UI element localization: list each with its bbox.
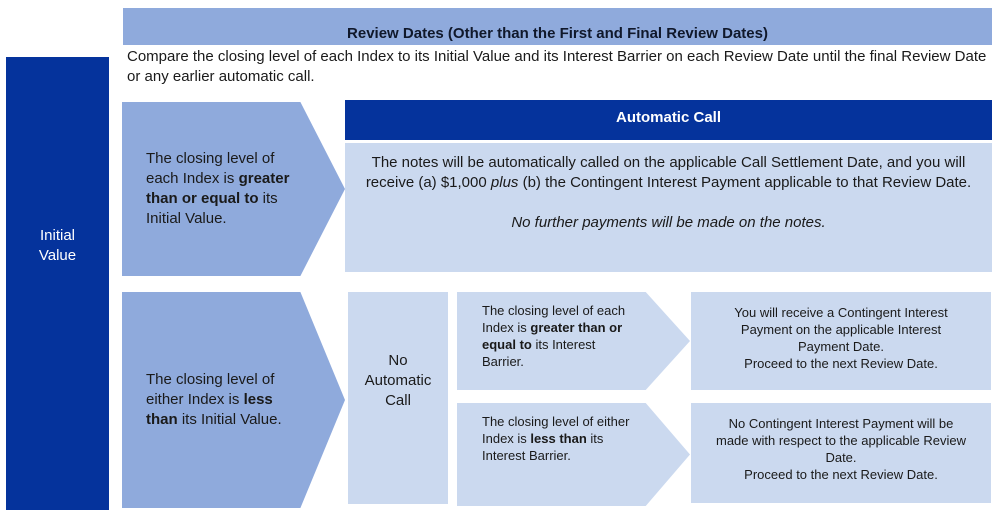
proceed-next-review-date-text: Proceed to the next Review Date. [744,467,938,482]
condition-arrow-below-interest-barrier: The closing level of either Index is les… [457,403,690,506]
contingent-payment-result-box: You will receive a Contingent Interest P… [691,292,991,390]
automatic-call-body-text: The notes will be automatically called o… [365,154,972,191]
no-automatic-call-label: No Automatic Call [364,351,432,409]
review-dates-title-bar: Review Dates (Other than the First and F… [123,8,992,45]
compare-instruction-text: Compare the closing level of each Index … [127,48,987,85]
initial-value-bar: Initial Value [6,57,109,510]
no-contingent-payment-result-box: No Contingent Interest Payment will be m… [691,403,991,503]
no-further-payments-note: No further payments will be made on the … [511,214,826,231]
review-dates-title: Review Dates (Other than the First and F… [347,25,768,42]
automatic-call-body: The notes will be automatically called o… [345,143,992,272]
condition-below-initial-value-text: The closing level of either Index is les… [146,371,282,428]
no-contingent-payment-result-text: No Contingent Interest Payment will be m… [715,416,967,465]
condition-arrow-below-initial-value: The closing level of either Index is les… [122,292,345,508]
condition-above-initial-value-text: The closing level of each Index is great… [146,150,290,227]
proceed-next-review-date-text: Proceed to the next Review Date. [744,356,938,371]
condition-above-interest-barrier-text: The closing level of each Index is great… [482,303,626,369]
condition-below-interest-barrier-text: The closing level of either Index is les… [482,414,630,463]
automatic-call-header-label: Automatic Call [615,109,721,126]
no-automatic-call-box: No Automatic Call [348,292,448,504]
condition-arrow-above-initial-value: The closing level of each Index is great… [122,102,345,276]
condition-arrow-above-interest-barrier: The closing level of each Index is great… [457,292,690,390]
initial-value-label: Initial Value [38,227,77,264]
contingent-payment-result-text: You will receive a Contingent Interest P… [734,305,948,354]
automatic-call-header: Automatic Call [345,100,992,140]
